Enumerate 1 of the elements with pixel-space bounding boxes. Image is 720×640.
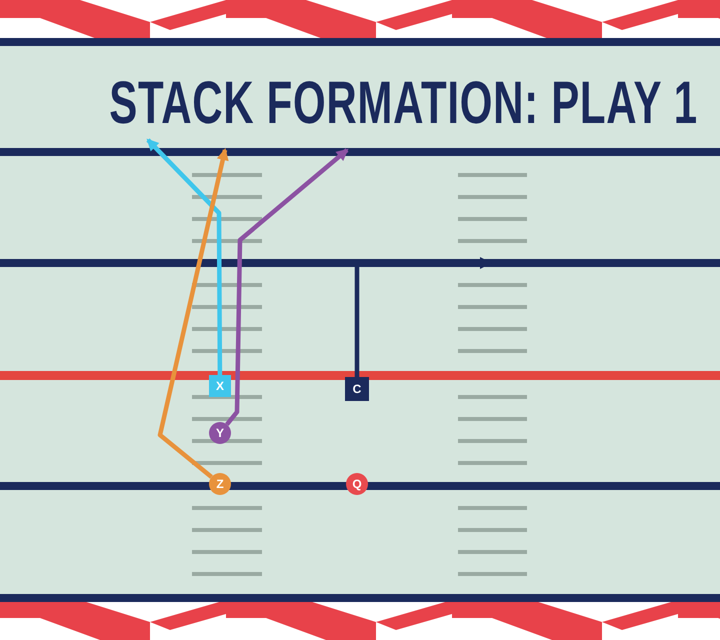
diagram-title: STACK FORMATION: PLAY 1 (109, 70, 698, 136)
